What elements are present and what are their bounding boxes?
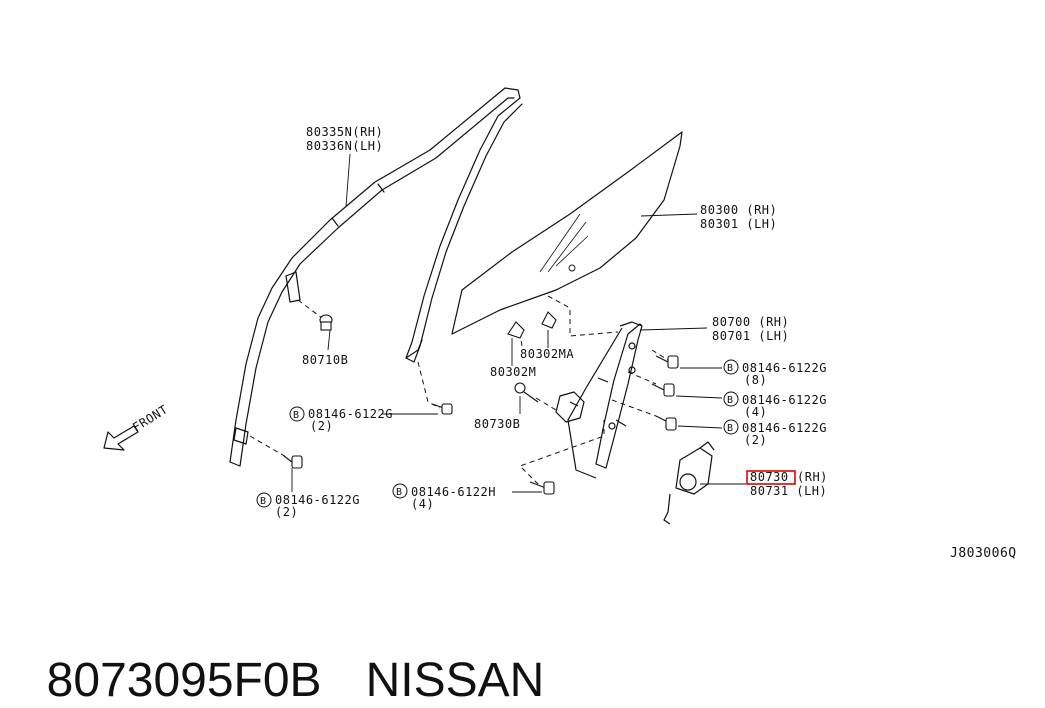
window-regulator — [555, 321, 643, 479]
bolt-symbol-icon — [289, 406, 305, 422]
bolt-symbol-icon — [723, 359, 739, 375]
parts-diagram: FRONT 80335N(RH) 80336N(LH) 80300 (RH) 8… — [103, 87, 1017, 561]
bolt-left-lower — [283, 455, 303, 469]
bolt-center-80730b — [514, 382, 539, 403]
label-bolt-l2: 08146-6122G — [275, 493, 360, 507]
label-clip-80710b: 80710B — [302, 353, 348, 367]
label-sash-lower: 80336N(LH) — [306, 139, 383, 153]
front-arrow-icon — [103, 425, 139, 451]
bolt-symbol: B — [727, 363, 734, 374]
brand-name: NISSAN — [365, 654, 545, 707]
bolt-symbol: B — [396, 487, 403, 498]
label-regulator-upper: 80700 (RH) — [712, 315, 789, 329]
label-bolt-r2-qty: (4) — [744, 405, 767, 419]
bolt-bottom — [529, 481, 555, 495]
bolt-symbol-icon — [723, 391, 739, 407]
clip-80302m — [507, 321, 525, 339]
label-motor-upper-suffix: (RH) — [797, 470, 828, 484]
assembly-guide-lines — [249, 295, 669, 485]
highlight-box — [746, 470, 796, 485]
callout-labels: 80335N(RH) 80336N(LH) 80300 (RH) 80301 (… — [256, 125, 1017, 561]
leader-lines — [291, 153, 746, 493]
label-bolt-h-qty: (4) — [411, 497, 434, 511]
caption: 8073095F0B NISSAN — [20, 598, 1020, 707]
bolt-symbol-icon — [256, 492, 272, 508]
label-bolt-r1-qty: (8) — [744, 373, 767, 387]
bolt-symbol: B — [727, 423, 734, 434]
label-bolt-r3: 08146-6122G — [742, 421, 827, 435]
label-bolt-h: 08146-6122H — [411, 485, 496, 499]
bolt-symbol-icon — [392, 483, 408, 499]
label-sash-upper: 80335N(RH) — [306, 125, 383, 139]
label-glass-lower: 80301 (LH) — [700, 217, 777, 231]
regulator-motor — [663, 441, 715, 525]
label-part-80730b: 80730B — [474, 417, 520, 431]
clip-80302ma — [541, 311, 557, 329]
clip-80710b — [319, 314, 333, 331]
label-bolt-l1: 08146-6122G — [308, 407, 393, 421]
label-bolt-l2-qty: (2) — [275, 505, 298, 519]
label-bolt-r3-qty: (2) — [744, 433, 767, 447]
bolt-symbol: B — [293, 410, 300, 421]
bolt-symbol: B — [260, 496, 267, 507]
part-number: 8073095F0B — [46, 654, 322, 707]
label-regulator-lower: 80701 (LH) — [712, 329, 789, 343]
bolt-left-upper — [431, 403, 453, 415]
bolt-symbol: B — [727, 395, 734, 406]
label-glass-upper: 80300 (RH) — [700, 203, 777, 217]
bolt-symbol-icon — [723, 419, 739, 435]
door-sash-channel — [229, 87, 523, 467]
front-label: FRONT — [130, 402, 170, 434]
label-motor-upper: 80730 — [750, 470, 789, 484]
label-bolt-l1-qty: (2) — [310, 419, 333, 433]
reference-code: J803006Q — [950, 546, 1017, 561]
bolt-right-2 — [651, 383, 675, 397]
label-clip-80302m: 80302M — [490, 365, 536, 379]
label-bolt-r2: 08146-6122G — [742, 393, 827, 407]
label-clip-80302ma: 80302MA — [520, 347, 574, 361]
label-bolt-r1: 08146-6122G — [742, 361, 827, 375]
bolt-right-3 — [655, 415, 677, 431]
label-motor-lower: 80731 (LH) — [750, 484, 827, 498]
bolt-right-1 — [655, 355, 679, 369]
door-glass — [451, 131, 683, 335]
